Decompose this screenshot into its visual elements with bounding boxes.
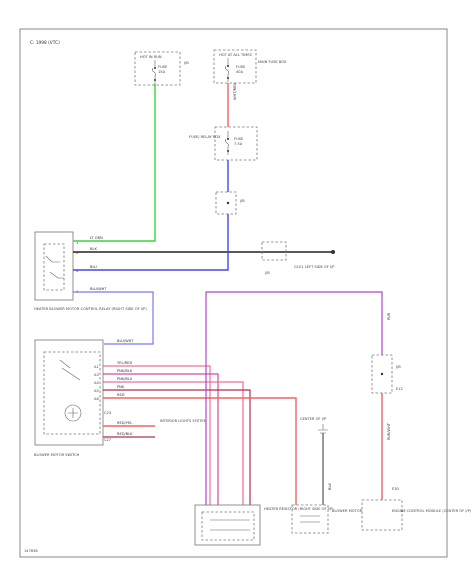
wire-blu-wht (73, 291, 154, 345)
svg-text:RED/YEL: RED/YEL (117, 421, 132, 425)
svg-text:PUR/WHT: PUR/WHT (387, 422, 391, 440)
wire-blu (73, 214, 229, 271)
wire-yel-red (103, 365, 211, 505)
svg-text:FUSE: FUSE (234, 137, 244, 141)
wire-pnk-blu (103, 381, 244, 505)
switch-label: BLOWER MOTOR SWITCH (34, 453, 80, 457)
fuse-relay-box: FUSE/ RELAY BOX FUSE 7.5A (189, 126, 258, 161)
engine-control-module: ENGINE CONTROL MODULE (CENTER OF I/P) (361, 499, 472, 531)
svg-text:PNK/BLU: PNK/BLU (117, 377, 133, 381)
svg-text:1: 1 (76, 241, 78, 245)
svg-text:WHT/RED: WHT/RED (233, 83, 237, 100)
interior-lights-label: INTERIOR LIGHTS SYSTEM (160, 419, 207, 423)
header-note: C: 1998 (VTC) (30, 40, 60, 46)
connector-jb-1: J/B (215, 191, 245, 215)
svg-text:A1: A1 (94, 365, 99, 369)
svg-text:J/B: J/B (239, 199, 245, 203)
svg-text:40A: 40A (236, 70, 244, 74)
svg-text:3: 3 (76, 269, 78, 273)
svg-text:FUSE/ RELAY BOX: FUSE/ RELAY BOX (189, 135, 221, 139)
svg-text:FUSE: FUSE (236, 65, 246, 69)
svg-text:RED/BLK: RED/BLK (117, 432, 133, 436)
svg-text:J/B: J/B (395, 365, 401, 369)
svg-text:E30: E30 (392, 487, 400, 491)
svg-text:C23: C23 (104, 411, 111, 415)
ground-left: J/B G101 LEFT SIDE OF I/P (261, 241, 335, 275)
svg-text:E12: E12 (396, 387, 403, 391)
svg-text:A3: A3 (94, 373, 99, 377)
wire-pnk (103, 389, 251, 505)
svg-text:YEL/RED: YEL/RED (117, 361, 132, 365)
svg-text:A6: A6 (94, 397, 99, 401)
svg-text:MAIN FUSE BOX: MAIN FUSE BOX (258, 60, 287, 64)
wire-lt-grn (73, 84, 156, 242)
wire-red (103, 397, 297, 505)
relay-label: HEATER BLOWER MOTOR CONTROL RELAY (RIGHT… (34, 307, 147, 311)
svg-text:BLU: BLU (90, 265, 97, 269)
svg-text:HEATER RESISTOR (RIGHT SIDE OF: HEATER RESISTOR (RIGHT SIDE OF I/P) (264, 507, 334, 511)
svg-text:PUR: PUR (387, 312, 391, 320)
svg-text:A5: A5 (94, 389, 99, 393)
ground-center: CENTER OF I/P (300, 417, 328, 434)
heater-resistor: HEATER RESISTOR (RIGHT SIDE OF I/P) (194, 504, 334, 546)
diagram-border (19, 28, 448, 558)
wire-pnk-blk (103, 373, 219, 505)
svg-text:BLK: BLK (328, 483, 332, 490)
svg-text:C27: C27 (104, 438, 111, 442)
hot-at-all-times-fuse: HOT AT ALL TIMES MAIN FUSE BOX FUSE 40A (213, 49, 287, 84)
svg-text:BLOWER MOTOR: BLOWER MOTOR (332, 509, 363, 513)
wire-pur (205, 291, 383, 505)
hot-in-run-fuse: HOT IN RUN J/B FUSE 15A (134, 51, 189, 86)
svg-text:HOT AT ALL TIMES: HOT AT ALL TIMES (219, 53, 253, 57)
svg-text:PNK: PNK (117, 385, 125, 389)
blower-motor-switch: A1 A3 A4 A5 A6 C23 C27 (34, 339, 111, 446)
svg-text:ENGINE CONTROL MODULE (CENTER: ENGINE CONTROL MODULE (CENTER OF I/P) (392, 509, 472, 513)
svg-text:BLU/WHT: BLU/WHT (117, 339, 134, 343)
svg-text:J/B: J/B (264, 271, 270, 275)
svg-text:BLK: BLK (90, 247, 97, 251)
svg-text:LT GRN: LT GRN (90, 236, 103, 240)
svg-text:FUSE: FUSE (158, 65, 168, 69)
svg-text:HOT IN RUN: HOT IN RUN (140, 55, 162, 59)
heater-blower-relay: 1 2 3 4 (34, 231, 79, 301)
blower-motor: BLOWER MOTOR (291, 504, 363, 534)
svg-text:15A: 15A (158, 70, 166, 74)
svg-text:CENTER OF I/P: CENTER OF I/P (300, 417, 327, 421)
connector-jb-3: J/B E12 (371, 354, 403, 394)
svg-text:RED: RED (117, 393, 125, 397)
svg-text:7.5A: 7.5A (234, 142, 243, 146)
svg-text:BLU/WHT: BLU/WHT (90, 287, 107, 291)
footer-code: 147836 (24, 549, 38, 553)
svg-text:2: 2 (76, 251, 78, 255)
svg-text:A4: A4 (94, 381, 99, 385)
svg-text:G101 LEFT SIDE OF I/P: G101 LEFT SIDE OF I/P (294, 265, 335, 269)
svg-text:PNK/BLK: PNK/BLK (117, 369, 133, 373)
svg-text:J/B: J/B (183, 61, 189, 65)
